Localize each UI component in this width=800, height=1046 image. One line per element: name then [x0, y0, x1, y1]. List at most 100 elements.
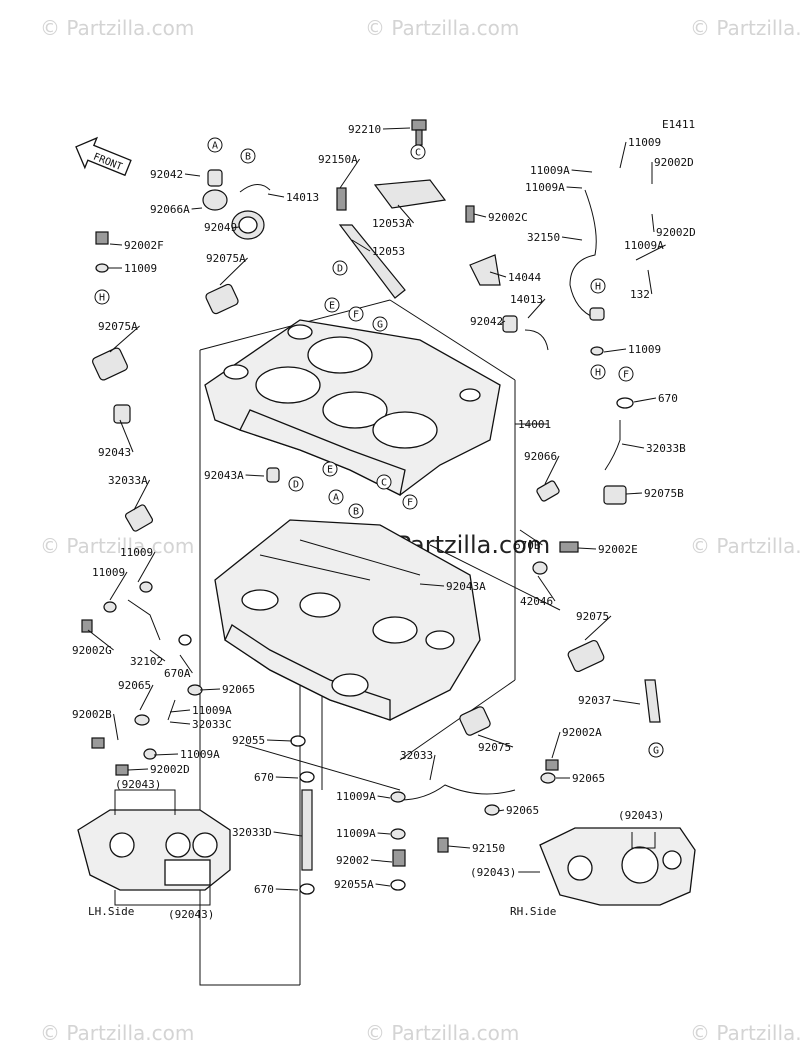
leader-line	[377, 832, 391, 835]
lh-side-label: LH.Side	[88, 905, 134, 918]
leader-line	[577, 547, 597, 550]
svg-text:B: B	[353, 507, 359, 518]
lh-side-view	[77, 789, 231, 906]
part-number-label: 11009	[120, 546, 153, 559]
leader-line	[370, 859, 393, 863]
watermark: © Partzilla.com	[690, 1021, 800, 1045]
leader-line	[153, 753, 179, 756]
part-number-label: 11009A	[180, 748, 220, 761]
part-number-label: 11009	[92, 566, 125, 579]
front-arrow-icon: FRONT	[75, 136, 132, 177]
part-number-label: 670	[254, 883, 274, 896]
leader-line	[527, 298, 546, 319]
part-number-label: 670B	[514, 539, 541, 552]
part-number-label: 92037	[578, 694, 611, 707]
part-number-label: 92002F	[124, 239, 164, 252]
part-number-label: 32102	[130, 655, 163, 668]
part-number-label: 92066A	[150, 203, 190, 216]
leader-line	[119, 419, 134, 453]
leader-line	[633, 397, 657, 403]
leader-line	[397, 204, 414, 224]
reference-markers: ABCDEFGHABCDEFGHHFG	[94, 137, 664, 758]
reference-marker: G	[648, 742, 664, 758]
upper-crankcase	[204, 319, 501, 496]
part-number-label: (92043)	[168, 908, 214, 921]
svg-text:H: H	[99, 293, 105, 304]
leader-line	[566, 186, 583, 189]
leader-line	[551, 731, 561, 759]
leader-line	[544, 455, 560, 485]
part-number-label: 11009	[628, 343, 661, 356]
part-number-label: 92065	[118, 679, 151, 692]
leader-line	[519, 529, 543, 546]
part-number-label: 92065	[506, 804, 539, 817]
leader-line	[603, 348, 627, 353]
leader-line	[127, 768, 149, 771]
leader-line	[137, 551, 156, 583]
leader-line	[477, 734, 514, 748]
leader-line	[179, 654, 193, 674]
watermark: © Partzilla.com	[365, 16, 519, 40]
rh-side-label: RH.Side	[510, 905, 556, 918]
leader-line	[109, 325, 140, 353]
svg-text:G: G	[653, 746, 659, 757]
leader-line	[133, 479, 151, 511]
part-number-label: 11009	[628, 136, 661, 149]
leader-line	[382, 127, 411, 130]
svg-text:A: A	[212, 141, 218, 152]
part-number-label: 92002D	[656, 226, 696, 239]
main-part-number: 14001	[518, 418, 551, 431]
watermark: © Partzilla.com	[40, 16, 194, 40]
leader-line	[169, 709, 191, 713]
reference-marker: B	[348, 503, 364, 519]
leader-lines	[87, 127, 666, 891]
part-number-label: 92043A	[446, 580, 486, 593]
leader-line	[537, 575, 556, 602]
part-number-label: (92043)	[115, 778, 161, 791]
part-number-label: (92043)	[618, 809, 664, 822]
leader-line	[621, 443, 645, 449]
part-number-label: 92043A	[204, 469, 244, 482]
part-number-label: 12053	[372, 245, 405, 258]
leader-line	[419, 583, 445, 587]
part-number-label: 92055	[232, 734, 265, 747]
leader-line	[647, 269, 653, 295]
leader-line	[113, 713, 119, 741]
part-number-label: 670A	[164, 667, 191, 680]
svg-text:C: C	[415, 148, 421, 159]
part-number-label: 14044	[508, 271, 541, 284]
reference-marker: B	[240, 148, 256, 164]
reference-marker: C	[410, 144, 426, 160]
reference-marker: A	[207, 137, 223, 153]
part-number-label: 670	[254, 771, 274, 784]
leader-line	[571, 169, 593, 173]
part-number-label: (92043)	[470, 866, 516, 879]
leader-line	[191, 207, 203, 210]
reference-marker: F	[402, 494, 418, 510]
part-number-label: 92150A	[318, 153, 358, 166]
watermark: © Partzilla.com	[40, 534, 194, 558]
part-number-label: 11009A	[336, 790, 376, 803]
part-number-label: 92210	[348, 123, 381, 136]
part-number-label: 92002D	[150, 763, 190, 776]
part-number-label: 92049	[204, 221, 237, 234]
part-number-label: 32033D	[232, 826, 272, 839]
svg-text:G: G	[377, 320, 383, 331]
part-number-label: 11009	[124, 262, 157, 275]
reference-marker: C	[376, 474, 392, 490]
leader-line	[489, 271, 507, 278]
leader-line	[619, 141, 627, 169]
part-number-label: 92065	[572, 772, 605, 785]
part-number-label: 92002D	[654, 156, 694, 169]
diagram-code: E1411	[662, 118, 695, 131]
part-number-label: 92075	[478, 741, 511, 754]
part-number-label: 32033	[400, 749, 433, 762]
part-number-label: 92075B	[644, 487, 684, 500]
leader-line	[275, 888, 299, 891]
part-labels: 9204292066A920491401392150A9221012053A12…	[72, 123, 696, 921]
leader-line	[429, 754, 436, 781]
part-number-label: 92002E	[598, 543, 638, 556]
leader-line	[139, 684, 154, 711]
reference-marker: D	[288, 476, 304, 492]
